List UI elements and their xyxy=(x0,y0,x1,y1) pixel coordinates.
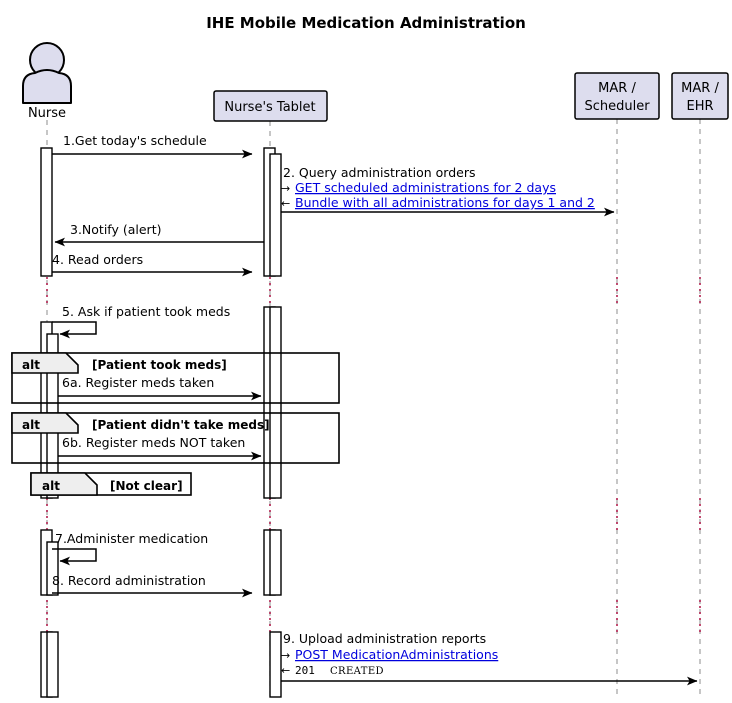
alt-block-patient-didnt-take-meds: alt [Patient didn't take meds] xyxy=(11,412,340,464)
actor-label-nurse: Nurse xyxy=(28,106,66,121)
message-9-sub2-status-code: 201 xyxy=(295,664,315,677)
participant-nurse[interactable]: Nurse xyxy=(22,42,72,121)
message-9-sub1-arrow-icon: → xyxy=(281,649,290,662)
alt-keyword-3: alt xyxy=(42,479,60,493)
message-2-sub1-link[interactable]: GET scheduled administrations for 2 days xyxy=(295,180,556,195)
participant-label-ehr-line2: EHR xyxy=(686,99,713,114)
message-1-get-todays-schedule[interactable]: 1.Get today's schedule xyxy=(52,133,253,159)
message-7-self-loop xyxy=(52,548,97,566)
participant-label-tablet: Nurse's Tablet xyxy=(224,100,315,115)
participant-scheduler[interactable]: MAR / Scheduler xyxy=(574,72,660,120)
message-6b-label: 6b. Register meds NOT taken xyxy=(62,435,245,450)
message-6b-register-meds-not-taken[interactable]: 6b. Register meds NOT taken xyxy=(58,435,262,461)
message-3-label: 3.Notify (alert) xyxy=(70,222,161,237)
alt-frame-1 xyxy=(11,352,340,404)
participant-ehr[interactable]: MAR / EHR xyxy=(671,72,729,120)
participant-label-scheduler-line2: Scheduler xyxy=(584,99,650,114)
alt-block-patient-took-meds: alt [Patient took meds] xyxy=(11,352,340,404)
message-9-sub2-arrow-icon: ← xyxy=(281,664,290,677)
participant-box-tablet xyxy=(213,90,328,122)
participant-box-scheduler xyxy=(574,72,660,120)
diagram-title: IHE Mobile Medication Administration xyxy=(206,14,526,32)
activation-bar-nurse-7 xyxy=(46,631,59,698)
message-4-read-orders[interactable]: 4. Read orders xyxy=(52,252,253,277)
activation-bar-tablet-7 xyxy=(269,631,282,698)
activation-bar-tablet-6 xyxy=(269,529,282,596)
activation-bar-nurse-5 xyxy=(46,541,59,596)
actor-body-icon xyxy=(22,69,72,104)
message-8-record-administration[interactable]: 8. Record administration xyxy=(52,573,253,598)
alt-tab-1 xyxy=(11,352,79,374)
message-5-self-loop xyxy=(52,321,97,339)
participant-label-scheduler-line1: MAR / xyxy=(598,81,636,96)
message-9-sub2-status-text: CREATED xyxy=(330,666,384,677)
alt-condition-2: [Patient didn't take meds] xyxy=(92,418,270,432)
alt-keyword-1: alt xyxy=(22,358,40,372)
activation-bar-tablet-2 xyxy=(269,153,282,277)
message-6a-register-meds-taken[interactable]: 6a. Register meds taken xyxy=(58,375,262,401)
message-7-administer-medication[interactable]: 7.Administer medication xyxy=(52,531,208,566)
message-2-sub2-arrow-icon: ← xyxy=(281,197,290,210)
message-5-label: 5. Ask if patient took meds xyxy=(62,304,230,319)
alt-condition-3: [Not clear] xyxy=(110,479,183,493)
message-4-label: 4. Read orders xyxy=(52,252,143,267)
message-7-label: 7.Administer medication xyxy=(55,531,208,546)
message-6a-label: 6a. Register meds taken xyxy=(62,375,214,390)
message-2-query-administration-orders[interactable]: 2. Query administration orders → GET sch… xyxy=(281,165,615,217)
alt-tab-2 xyxy=(11,412,79,434)
message-3-notify-alert[interactable]: 3.Notify (alert) xyxy=(54,222,264,247)
alt-frame-2 xyxy=(11,412,340,464)
participant-box-ehr xyxy=(671,72,729,120)
message-9-label: 9. Upload administration reports xyxy=(283,631,486,646)
alt-keyword-2: alt xyxy=(22,418,40,432)
activation-bar-nurse-1 xyxy=(40,147,53,277)
message-1-label: 1.Get today's schedule xyxy=(63,133,207,148)
alt-block-not-clear: alt [Not clear] xyxy=(30,472,192,496)
message-8-label: 8. Record administration xyxy=(52,573,206,588)
message-5-ask-if-patient-took-meds[interactable]: 5. Ask if patient took meds xyxy=(52,304,230,339)
message-9-sub1-link[interactable]: POST MedicationAdministrations xyxy=(295,647,498,662)
alt-condition-1: [Patient took meds] xyxy=(92,358,227,372)
message-9-upload-administration-reports[interactable]: 9. Upload administration reports → POST … xyxy=(281,631,698,686)
message-2-label: 2. Query administration orders xyxy=(283,165,475,180)
participant-label-ehr-line1: MAR / xyxy=(681,81,719,96)
lifeline-dotted-overlay xyxy=(46,277,701,632)
alt-tab-3 xyxy=(30,472,98,496)
participant-tablet[interactable]: Nurse's Tablet xyxy=(213,90,328,122)
message-2-sub1-arrow-icon: → xyxy=(281,182,290,195)
message-2-sub2-link[interactable]: Bundle with all administrations for days… xyxy=(295,195,595,210)
